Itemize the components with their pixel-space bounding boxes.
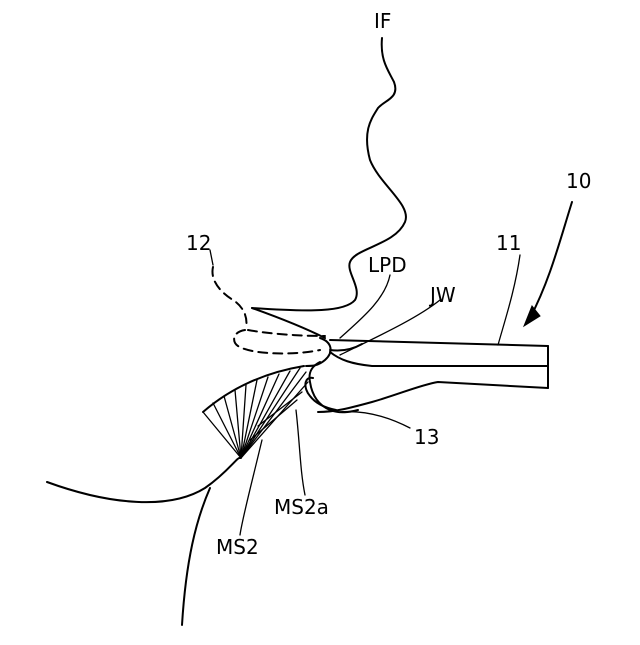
lower-stem-outline [182,488,210,625]
device-top-edge [330,340,548,346]
label-lpd: LPD [368,253,407,277]
label-12: 12 [186,231,211,255]
label-11: 11 [496,231,521,255]
label-if: IF [374,9,391,33]
arrow-10-head [524,306,540,326]
label-ms2: MS2 [216,535,259,559]
label-ms2a: MS2a [274,495,329,519]
fan-fiber [250,400,297,440]
device-bottom-edge [318,382,548,412]
dashed-contour-12 [212,267,246,328]
fan-fiber [258,392,302,426]
label-jw: JW [428,283,456,307]
leader-ms2a [296,410,305,495]
leader-lpd [340,275,390,338]
label-13: 13 [414,425,439,449]
leader-11 [498,255,520,345]
device-upper-inner [330,352,548,366]
lower-body-outline [47,458,240,502]
arrow-10-shaft [530,202,572,318]
label-10: 10 [566,169,591,193]
leader-13 [338,412,410,428]
eyelid-upper-edge [252,308,325,338]
tip-jw [309,362,358,412]
